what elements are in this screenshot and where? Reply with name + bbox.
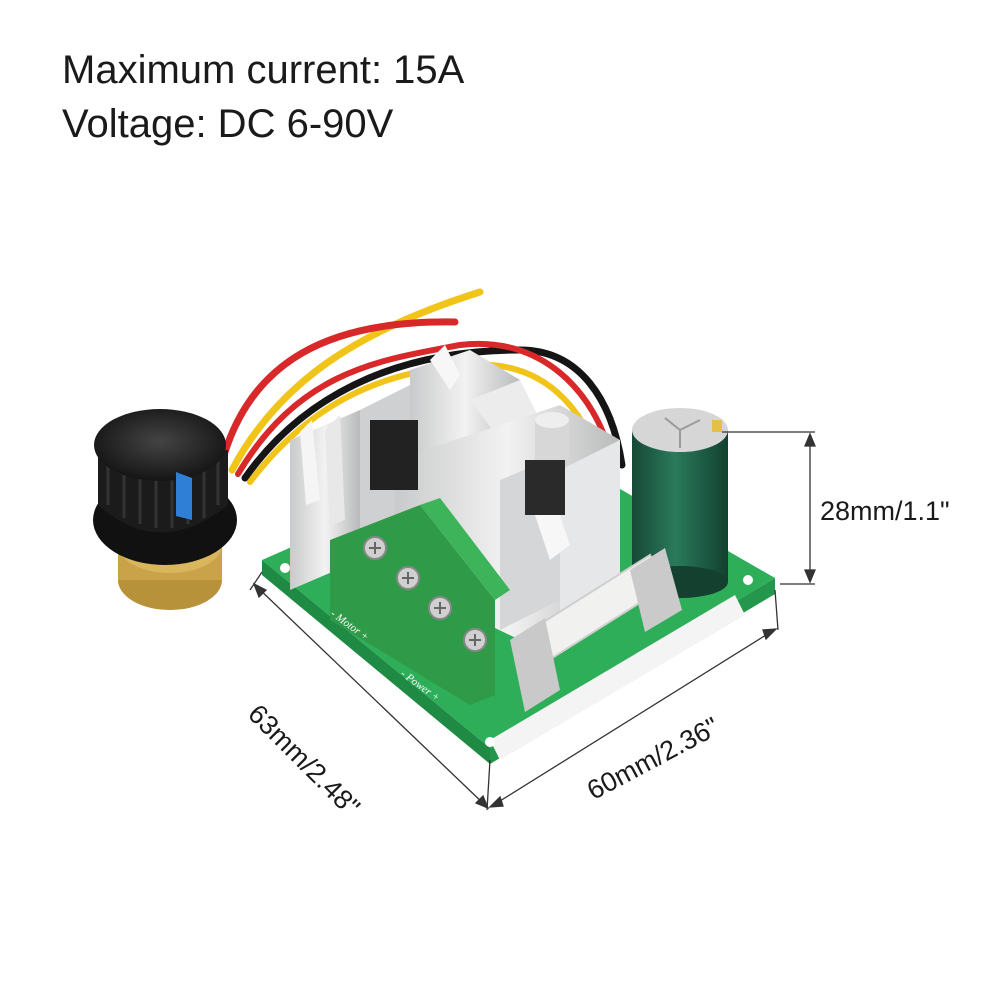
max-current-spec: Maximum current: 15A xyxy=(62,48,465,92)
depth-dimension-line xyxy=(255,585,487,807)
wire-black xyxy=(241,346,626,482)
wire-red-2 xyxy=(235,340,615,477)
mosfet xyxy=(370,420,418,490)
terminal-block xyxy=(330,498,510,705)
fuse xyxy=(510,548,682,712)
wire-red xyxy=(218,318,459,466)
height-dimension-label: 28mm/1.1" xyxy=(820,496,950,526)
width-dimension-line xyxy=(491,629,775,807)
dimension-lines xyxy=(249,431,816,811)
electrolytic-capacitor xyxy=(632,408,728,598)
wire-yellow xyxy=(228,288,484,474)
small-capacitor xyxy=(535,412,569,460)
wires xyxy=(218,288,626,485)
speed-knob[interactable] xyxy=(93,409,237,565)
knob-indicator xyxy=(176,472,192,520)
voltage-spec: Voltage: DC 6-90V xyxy=(62,102,394,146)
